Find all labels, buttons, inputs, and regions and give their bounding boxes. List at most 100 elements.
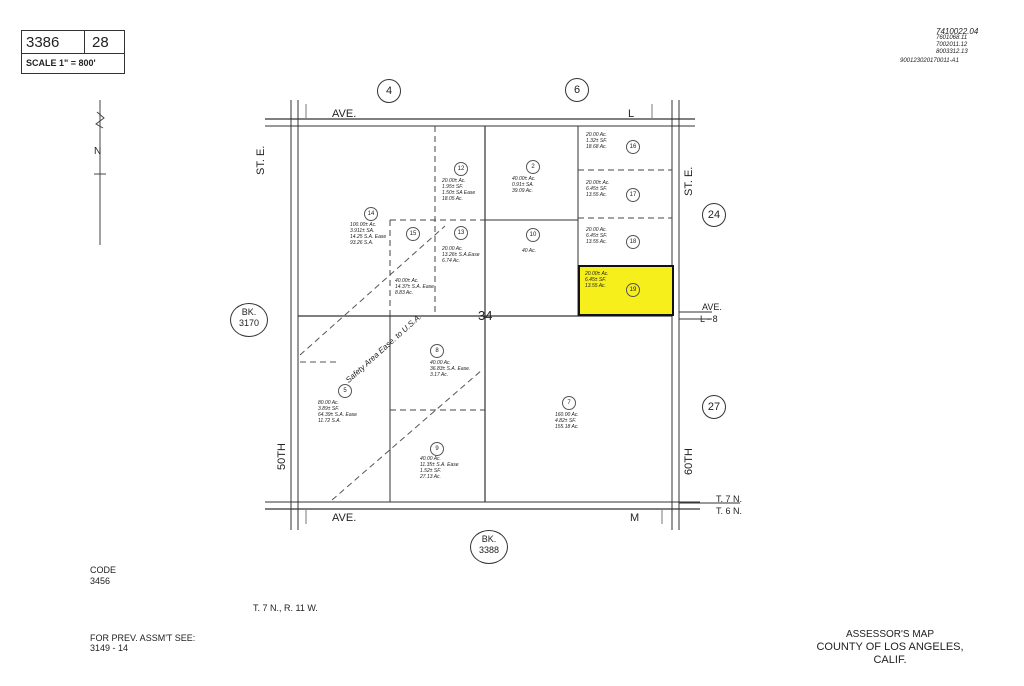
parcel-8-info: 40.00 Ac. 36.83± S.A. Ease. 3.17 Ac.: [430, 360, 470, 378]
township-bottom: T. 6 N.: [716, 506, 743, 516]
parcel-14-info: 100.00± Ac. 3.911± SA. 14.25 S.A. Ease 9…: [350, 222, 386, 246]
parcel-5-line: 11.72 S.A.: [318, 418, 341, 424]
parcel-12-line: 18.05 Ac.: [442, 196, 463, 202]
section-number: 34: [478, 308, 493, 323]
parcel-16-info: 20.00 Ac. 1.32± SF. 18.68 Ac.: [586, 132, 607, 150]
parcel-2-info: 40.00± Ac. 0.91± SA. 39.09 Ac.: [512, 176, 536, 194]
parcel-19-number[interactable]: 19: [626, 283, 640, 297]
scale-text: SCALE 1" = 800': [26, 58, 96, 68]
book-bottom-label: BK.: [481, 534, 497, 544]
map-title-line1: ASSESSOR'S MAP: [845, 629, 935, 640]
parcel-19-line: 20.00± Ac.: [585, 271, 609, 277]
parcel-2-number[interactable]: 2: [526, 160, 540, 174]
code-label: CODE: [90, 565, 117, 575]
parcel-15-number[interactable]: 15: [406, 227, 420, 241]
parcel-9-line: 1.52± SF.: [420, 468, 441, 474]
book-number: 3386: [26, 34, 60, 51]
parcel-18-line: 13.55 Ac.: [586, 239, 607, 245]
parcel-16-line: 18.68 Ac.: [586, 144, 607, 150]
parcel-12-line: 1.95± SF.: [442, 184, 463, 190]
parcel-5-number[interactable]: 5: [338, 384, 352, 398]
parcel-15-line: 40.00± Ac.: [395, 278, 419, 284]
parcel-19-info: 20.00± Ac. 6.45± SF. 13.55 Ac.: [585, 271, 609, 289]
parcel-13-line: 13.26± S.A.Ease: [442, 252, 480, 258]
top-ave-letter: L: [628, 108, 635, 120]
parcel-16-number[interactable]: 16: [626, 140, 640, 154]
parcel-14-number[interactable]: 14: [364, 207, 378, 221]
parcel-9-line: 11.35± S.A. Ease: [420, 462, 459, 468]
bottom-ave-label: AVE.: [332, 512, 357, 524]
code-line: 8003312.13: [936, 49, 968, 55]
parcel-7-line: 160.00 Ac.: [555, 412, 579, 418]
parcel-18-line: 6.45± SF.: [586, 233, 607, 239]
parcel-12-number[interactable]: 12: [454, 162, 468, 176]
book-left-label: BK.: [241, 307, 257, 317]
parcel-16-line: 1.32± SF.: [586, 138, 607, 144]
parcel-12-line: 1.50± SA Ease: [442, 190, 476, 196]
prev-assessment-block: FOR PREV. ASSM'T SEE: 3149 - 14: [90, 633, 195, 653]
prev-assessment-label: FOR PREV. ASSM'T SEE:: [90, 633, 196, 643]
parcel-9-number[interactable]: 9: [430, 442, 444, 456]
sheet-circle-27[interactable]: 27: [702, 395, 726, 419]
code-line: 7410022.04: [936, 27, 979, 36]
scale-divider: [22, 53, 124, 54]
sheet-circle-24[interactable]: 24: [702, 203, 726, 227]
parcel-15-line: 14.37± S.A. Ease: [395, 284, 434, 290]
parcel-7-info: 160.00 Ac. 4.82± SF. 155.18 Ac.: [555, 412, 579, 430]
right-ave-label: AVE.: [702, 302, 722, 312]
parcel-5-line: 80.00 Ac.: [318, 400, 339, 406]
parcel-5-line: 64.39± S.A. Ease: [318, 412, 357, 418]
code-line: 7601068.11: [936, 35, 968, 41]
parcel-17-line: 20.00± Ac.: [586, 180, 610, 186]
parcel-17-number[interactable]: 17: [626, 188, 640, 202]
parcel-5-line: 3.89± SF.: [318, 406, 339, 412]
map-title-line2: COUNTY OF LOS ANGELES, CALIF.: [816, 641, 964, 666]
book-left-ref[interactable]: BK. 3170: [230, 303, 268, 337]
parcel-9-info: 40.00 Ac. 11.35± S.A. Ease 1.52± SF. 27.…: [420, 456, 459, 480]
parcel-2-line: 39.09 Ac.: [512, 188, 533, 194]
top-right-codes: 7410022.04 7601068.11 7002011.12 8003312…: [936, 28, 978, 56]
parcel-7-line: 155.18 Ac.: [555, 424, 579, 430]
parcel-19-line: 13.55 Ac.: [585, 283, 606, 289]
parcel-7-number[interactable]: 7: [562, 396, 576, 410]
parcel-2-line: 0.91± SA.: [512, 182, 534, 188]
parcel-5-info: 80.00 Ac. 3.89± SF. 64.39± S.A. Ease 11.…: [318, 400, 357, 424]
parcel-18-line: 20.00 Ac.: [586, 227, 607, 233]
book-page-box: 3386 28 SCALE 1" = 800': [21, 30, 125, 74]
code-block: CODE 3456: [90, 565, 116, 587]
parcel-13-number[interactable]: 13: [454, 226, 468, 240]
parcel-14-line: 93.26 S.A.: [350, 240, 374, 246]
parcel-17-info: 20.00± Ac. 6.45± SF. 13.55 Ac.: [586, 180, 610, 198]
parcel-7-line: 4.82± SF.: [555, 418, 576, 424]
bottom-ave-letter: M: [630, 512, 640, 524]
sheet-circle-6[interactable]: 6: [565, 78, 589, 102]
book-bottom-ref[interactable]: BK. 3388: [470, 530, 508, 564]
prev-assessment-value: 3149 - 14: [90, 643, 129, 653]
page-number: 28: [92, 34, 109, 51]
parcel-15-line: 8.83 Ac.: [395, 290, 414, 296]
parcel-17-line: 13.55 Ac.: [586, 192, 607, 198]
parcel-13-info: 20.00 Ac. 13.26± S.A.Ease 6.74 Ac.: [442, 246, 480, 264]
parcel-10-number[interactable]: 10: [526, 228, 540, 242]
parcel-12-line: 20.00± Ac.: [442, 178, 466, 184]
north-label: N: [94, 146, 102, 157]
north-arrow-icon: [94, 100, 106, 245]
sheet-circle-4[interactable]: 4: [377, 79, 401, 103]
parcel-19-line: 6.45± SF.: [585, 277, 606, 283]
right-ave-sub: L - 8: [700, 314, 718, 324]
left-street-label: ST. E.: [255, 145, 267, 175]
map-title-block: ASSESSOR'S MAP COUNTY OF LOS ANGELES, CA…: [800, 628, 980, 667]
parcel-18-info: 20.00 Ac. 6.45± SF. 13.55 Ac.: [586, 227, 607, 245]
township-range: T. 7 N., R. 11 W.: [253, 603, 318, 613]
parcel-18-number[interactable]: 18: [626, 235, 640, 249]
parcel-12-info: 20.00± Ac. 1.95± SF. 1.50± SA Ease 18.05…: [442, 178, 475, 202]
parcel-10-info: 40 Ac.: [522, 248, 536, 254]
book-left-number: 3170: [238, 318, 260, 328]
left-street-number: 50TH: [276, 443, 288, 470]
code-line: 7002011.12: [936, 42, 968, 48]
parcel-8-number[interactable]: 8: [430, 344, 444, 358]
parcel-9-line: 40.00 Ac.: [420, 456, 441, 462]
right-street-label: ST. E.: [683, 166, 695, 196]
township-top: T. 7 N.: [716, 494, 743, 504]
